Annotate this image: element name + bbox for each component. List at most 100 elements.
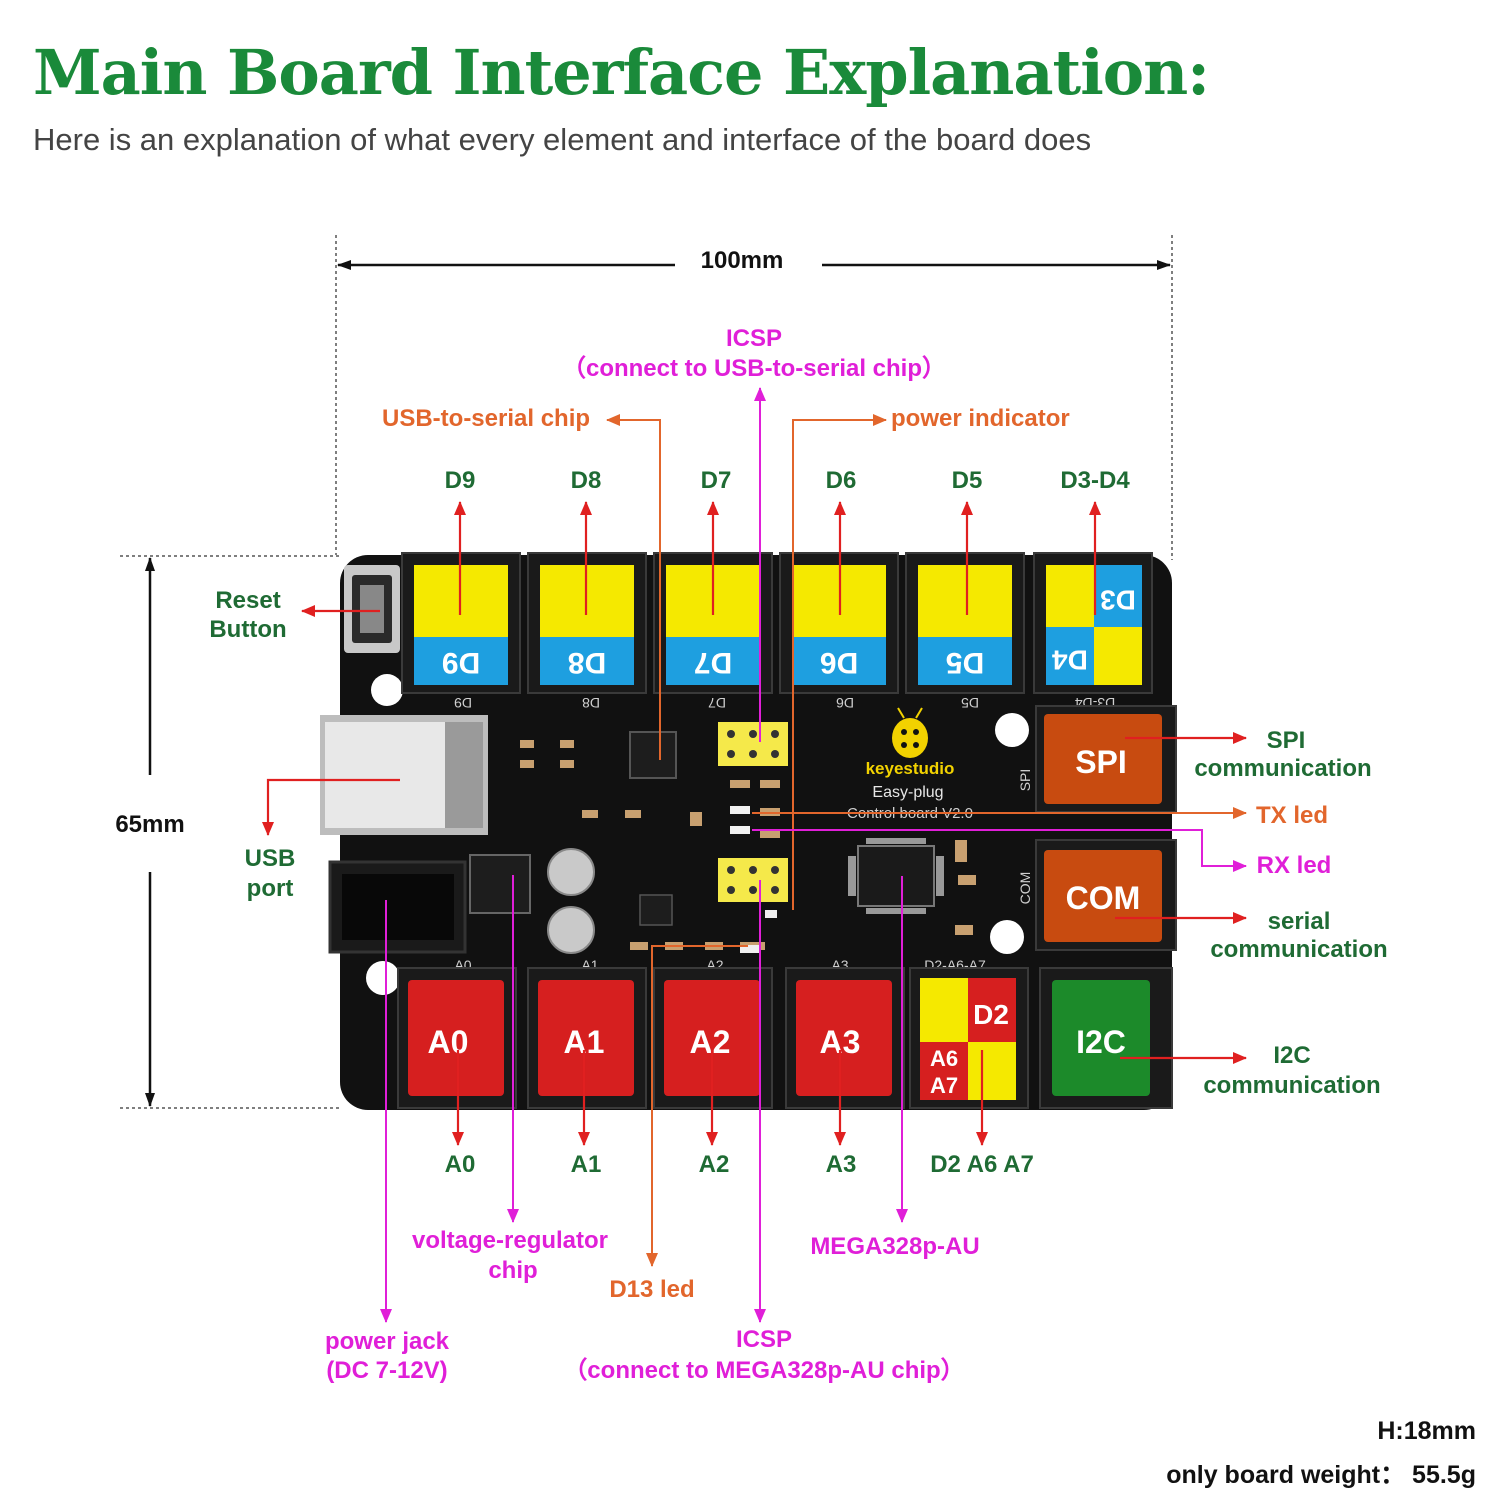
page-subtitle: Here is an explanation of what every ele…	[33, 122, 1092, 157]
voltage-regulator-label: chip	[488, 1257, 537, 1284]
spi-label: SPI	[1267, 727, 1306, 754]
silk-com: COM	[1017, 872, 1033, 905]
usb-serial-chip	[629, 731, 677, 779]
mounting-hole	[990, 920, 1024, 954]
port-label-d7: D7	[701, 467, 732, 494]
port-label-d2-a6-a7: D2 A6 A7	[930, 1151, 1034, 1178]
module-label: A0	[428, 1024, 469, 1060]
power-jack-label: power jack	[325, 1328, 450, 1355]
orange-leaders	[606, 414, 1247, 1267]
reset-button[interactable]	[344, 565, 400, 653]
mega328-label: MEGA328p-AU	[810, 1233, 979, 1260]
board-weight-spec: only board weight： 55.5g	[1166, 1461, 1476, 1489]
i2c-label: communication	[1203, 1072, 1380, 1099]
module-label: COM	[1066, 880, 1141, 916]
silk-d7: D7	[708, 695, 726, 711]
port-label-a0: A0	[445, 1151, 476, 1178]
module-label: A6	[930, 1046, 958, 1071]
width-label: 100mm	[701, 247, 784, 274]
product-text: Easy-plug	[872, 784, 943, 801]
module-label: A2	[690, 1024, 731, 1060]
board-height-spec: H:18mm	[1377, 1417, 1476, 1445]
module-d9: D9	[401, 552, 521, 694]
module-d3-d4: D3 D4	[1033, 552, 1153, 694]
port-label-a3: A3	[826, 1151, 857, 1178]
module-label: D8	[568, 646, 606, 679]
power-led	[765, 910, 777, 918]
port-label-a2: A2	[699, 1151, 730, 1178]
serial-label: communication	[1210, 936, 1387, 963]
mounting-hole	[995, 713, 1029, 747]
icsp-top-label: （connect to USB-to-serial chip）	[562, 355, 946, 382]
port-label-d5: D5	[952, 467, 983, 494]
spi-label: communication	[1194, 755, 1371, 782]
port-label-d3-d4: D3-D4	[1060, 467, 1130, 494]
voltage-regulator-label: voltage-regulator	[412, 1227, 608, 1254]
usb-port[interactable]	[320, 715, 488, 835]
module-label: D4	[1052, 645, 1088, 676]
port-label-a1: A1	[571, 1151, 602, 1178]
silk-d8: D8	[582, 695, 600, 711]
module-label: D2	[973, 999, 1009, 1030]
usb-serial-label: USB-to-serial chip	[382, 405, 590, 432]
mega328-chip	[848, 838, 944, 914]
rx-led	[730, 826, 750, 834]
port-label-d8: D8	[571, 467, 602, 494]
module-label: D5	[946, 646, 984, 679]
module-a1: A1	[527, 967, 647, 1109]
reset-label: Button	[209, 616, 286, 643]
usb-port-label: USB	[245, 845, 296, 872]
module-label: D9	[442, 646, 480, 679]
small-chip	[639, 894, 673, 926]
silk-d6: D6	[836, 695, 854, 711]
module-label: D6	[820, 646, 858, 679]
module-a2: A2	[653, 967, 773, 1109]
icsp-top-label: ICSP	[726, 325, 782, 352]
module-d2-a6-a7: D2 A6 A7	[909, 967, 1029, 1109]
module-label: I2C	[1076, 1024, 1126, 1060]
power-jack[interactable]	[328, 860, 467, 954]
module-i2c: I2C	[1039, 967, 1173, 1109]
module-a3: A3	[785, 967, 905, 1109]
tx-led-label: TX led	[1256, 802, 1328, 829]
module-spi: SPI	[1035, 705, 1177, 813]
brand-text: keyestudio	[866, 759, 955, 778]
serial-label: serial	[1268, 908, 1331, 935]
page-title: Main Board Interface Explanation:	[33, 36, 1210, 109]
capacitor	[547, 848, 595, 954]
height-label: 65mm	[115, 811, 184, 838]
rx-led-label: RX led	[1257, 852, 1332, 879]
port-label-d9: D9	[445, 467, 476, 494]
power-indicator-label: power indicator	[891, 405, 1070, 432]
module-com: COM	[1035, 839, 1177, 951]
mounting-hole	[371, 674, 403, 706]
d13-led-label: D13 led	[609, 1276, 694, 1303]
reset-label: Reset	[215, 587, 280, 614]
port-label-d6: D6	[826, 467, 857, 494]
mounting-hole	[366, 961, 400, 995]
icsp-bottom-label: （connect to MEGA328p-AU chip）	[563, 1357, 964, 1384]
module-a0: A0	[397, 967, 517, 1109]
icsp-header-top	[718, 722, 788, 766]
tx-led	[730, 806, 750, 814]
power-jack-label: (DC 7-12V)	[326, 1357, 447, 1384]
usb-port-label: port	[247, 875, 294, 902]
module-label: SPI	[1075, 744, 1127, 780]
module-label: D7	[694, 646, 732, 679]
module-label: D3	[1100, 585, 1136, 616]
voltage-regulator-chip	[469, 854, 531, 914]
silk-d5: D5	[961, 695, 979, 711]
icsp-header-bottom	[718, 858, 788, 902]
port-arrows	[262, 501, 1247, 1146]
dimension-width: 100mm	[335, 235, 1173, 560]
d13-led	[740, 945, 760, 953]
magenta-leaders	[380, 387, 1247, 1323]
icsp-bottom-label: ICSP	[736, 1326, 792, 1353]
dimension-height: 65mm	[115, 555, 340, 1109]
silk-d9: D9	[454, 695, 472, 711]
module-d5: D5	[905, 552, 1025, 694]
keyestudio-logo-icon	[892, 707, 928, 758]
silk-spi: SPI	[1017, 769, 1033, 792]
module-label: A7	[930, 1073, 958, 1098]
